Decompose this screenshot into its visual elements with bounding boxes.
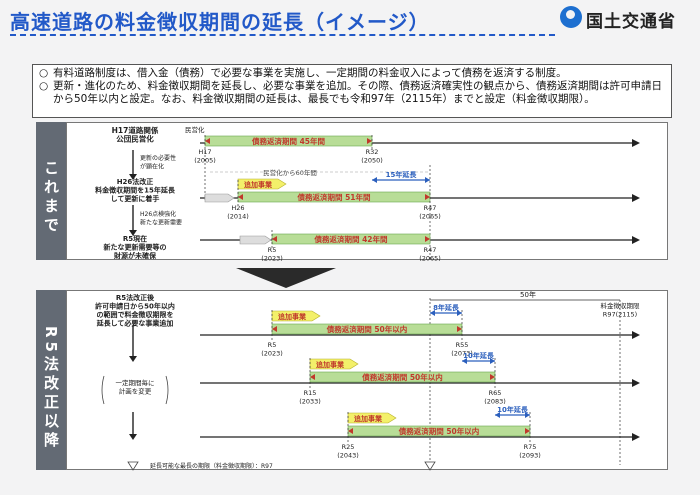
extension-label: 8年延長 <box>433 303 460 312</box>
bar-arrow-left-icon <box>272 236 277 242</box>
mlit-logo-icon <box>560 6 582 28</box>
gray-arrow-icon <box>204 193 235 203</box>
row-label: R5現在新たな更新需要等の財源が未確保 <box>104 234 167 260</box>
bar-arrow-right-icon <box>425 236 430 242</box>
bar-arrow-left-icon <box>310 374 315 380</box>
axis-arrow-icon <box>632 139 640 147</box>
bar-arrow-right-icon <box>425 194 430 200</box>
intro-text: 有料道路制度は、借入金（債務）で必要な事業を実施し、一定期間の料金収入によって債… <box>53 67 567 79</box>
repayment-bar-label: 債務返済期間 50年以内 <box>398 426 480 436</box>
page-title: 高速道路の料金徴収期間の延長（イメージ） <box>10 10 430 34</box>
org-name: 国土交通省 <box>586 12 676 32</box>
bracket-right <box>165 375 169 405</box>
note-label: 更新の必要性が顕在化 <box>140 154 176 171</box>
start-date-label: H26(2014) <box>227 204 249 221</box>
added-project-label: 追加事業 <box>354 414 383 423</box>
axis-arrow-icon <box>632 331 640 339</box>
bracket-left <box>101 375 105 405</box>
extension-label: 10年延長 <box>463 351 495 360</box>
added-project-label: 追加事業 <box>244 180 273 189</box>
end-date-label: R47(2065) <box>419 204 441 221</box>
axis-arrow-icon <box>632 194 640 202</box>
down-arrow-icon <box>129 174 137 180</box>
start-date-label: R5(2023) <box>261 246 283 263</box>
added-project-tag <box>237 178 287 190</box>
extension-arrow-icon <box>425 177 430 183</box>
repayment-bar-label: 債務返済期間 51年間 <box>296 192 371 202</box>
bullet-icon: ○ <box>39 80 49 92</box>
extension-arrow-icon <box>495 412 500 418</box>
footnote-label: 延長可能な最長の期限（料金徴収期限）：R97 <box>150 462 273 470</box>
span-label: 50年 <box>520 290 536 299</box>
extension-arrow-icon <box>490 358 495 364</box>
axis-arrow-icon <box>632 433 640 441</box>
extension-label: 15年延長 <box>386 170 418 179</box>
start-date-label: H17(2005) <box>194 148 216 165</box>
bar-arrow-right-icon <box>490 374 495 380</box>
bar-arrow-right-icon <box>367 138 372 144</box>
end-date-label: R32(2050) <box>361 148 383 165</box>
repayment-bar-label: 債務返済期間 45年間 <box>251 136 326 146</box>
extension-arrow-icon <box>372 177 377 183</box>
bullet-icon: ○ <box>39 67 49 79</box>
start-date-label: R15(2033) <box>299 389 321 406</box>
down-arrow-icon <box>129 230 137 236</box>
title-underline <box>10 34 555 36</box>
section-band-reform: R5法改正以降 <box>36 290 66 470</box>
bar-arrow-right-icon <box>525 428 530 434</box>
added-project-label: 追加事業 <box>316 360 345 369</box>
intro-item: ○ 更新・進化のため、料金徴収期間を延長し、必要な事業を追加。その際、債務返済確実… <box>39 80 665 106</box>
intro-text: 更新・進化のため、料金徴収期間を延長し、必要な事業を追加。その際、債務返済確実性… <box>53 80 662 105</box>
note-label: H26点検強化新たな更新需要 <box>140 210 182 227</box>
start-date-label: R5(2023) <box>261 341 283 358</box>
start-date-label: R25(2043) <box>337 443 359 460</box>
down-arrow-icon <box>129 356 137 362</box>
added-project-label: 追加事業 <box>278 312 307 321</box>
row-label: H17道路関係公団民営化 <box>112 125 159 144</box>
repayment-bar-label: 債務返済期間 42年間 <box>313 234 388 244</box>
bar-arrow-left-icon <box>238 194 243 200</box>
down-arrow-icon <box>129 434 137 440</box>
bar-arrow-left-icon <box>272 326 277 332</box>
gray-arrow-icon <box>239 235 272 245</box>
intro-box: ○ 有料道路制度は、借入金（債務）で必要な事業を実施し、一定期間の料金収入によって… <box>32 64 672 118</box>
axis-arrow-icon <box>632 379 640 387</box>
row-label: H26法改正料金徴収期間を15年延長して更新に着手 <box>95 177 176 203</box>
span-label: 民営化から60年間 <box>263 168 317 177</box>
bar-arrow-left-icon <box>205 138 210 144</box>
extension-arrow-icon <box>525 412 530 418</box>
axis-arrow-icon <box>632 236 640 244</box>
bar-arrow-right-icon <box>457 326 462 332</box>
section-band-past: これまで <box>36 122 66 260</box>
end-date-label: R65(2083) <box>484 389 506 406</box>
open-down-arrow-icon <box>424 461 436 471</box>
intro-item: ○ 有料道路制度は、借入金（債務）で必要な事業を実施し、一定期間の料金収入によって… <box>39 67 665 80</box>
bar-arrow-left-icon <box>348 428 353 434</box>
extension-arrow-icon <box>430 310 435 316</box>
privatized-label: 民営化 <box>185 125 205 134</box>
extension-label: 10年延長 <box>497 405 529 414</box>
end-date-label: R75(2093) <box>519 443 541 460</box>
end-date-label: R47(2065) <box>419 246 441 263</box>
note-label: 一定期間毎に計画を変更 <box>116 378 155 396</box>
transition-arrow-icon <box>236 268 336 288</box>
open-down-arrow-icon <box>127 461 139 471</box>
end-date-label: R55(2073) <box>451 341 473 358</box>
row-label: R5法改正後許可申請日から50年以内の範囲で料金徴収期限を延長して必要な事業追加 <box>95 293 175 328</box>
repayment-bar-label: 債務返済期間 50年以内 <box>326 324 408 334</box>
repayment-bar-label: 債務返済期間 50年以内 <box>361 372 443 382</box>
extension-arrow-icon <box>462 358 467 364</box>
org-logo: 国土交通省 <box>560 6 695 32</box>
extension-arrow-icon <box>457 310 462 316</box>
